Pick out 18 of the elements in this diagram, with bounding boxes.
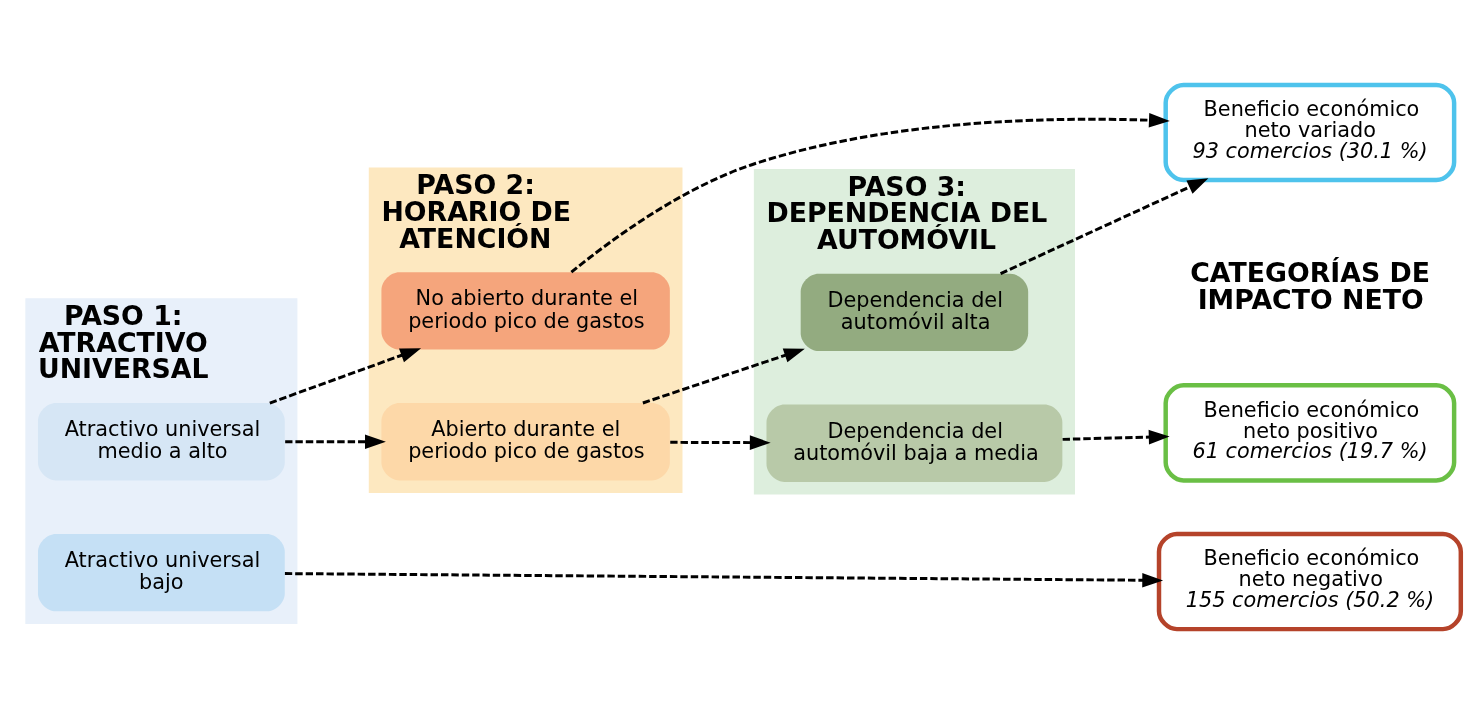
node-box: Abierto durante el periodo pico de gastos <box>381 402 670 480</box>
arrow <box>284 571 1164 588</box>
arrow <box>1000 177 1209 275</box>
arrow <box>285 433 386 449</box>
node-box: Atractivo universal medio a alto <box>37 402 285 480</box>
node-box: Beneficio económico neto negativo 155 comercios (50.2 %) <box>1156 531 1464 631</box>
arrow <box>269 347 422 404</box>
arrow <box>1062 429 1170 444</box>
node-box: Beneficio económico neto variado 93 comercios (30.1 %) <box>1163 82 1457 182</box>
arrow <box>570 112 1170 273</box>
arrow <box>642 347 805 404</box>
node-box: No abierto durante el periodo pico de gastos <box>381 271 670 350</box>
label: CATEGORÍAS DE IMPACTO NETO <box>1190 256 1431 315</box>
node-box: Dependencia del automóvil baja a media <box>766 404 1063 482</box>
arrow <box>670 434 771 450</box>
node-box: Beneficio económico neto positivo 61 comercios (19.7 %) <box>1163 382 1457 483</box>
node-box: Dependencia del automóvil alta <box>800 273 1029 351</box>
node-box: Atractivo universal bajo <box>37 533 285 611</box>
